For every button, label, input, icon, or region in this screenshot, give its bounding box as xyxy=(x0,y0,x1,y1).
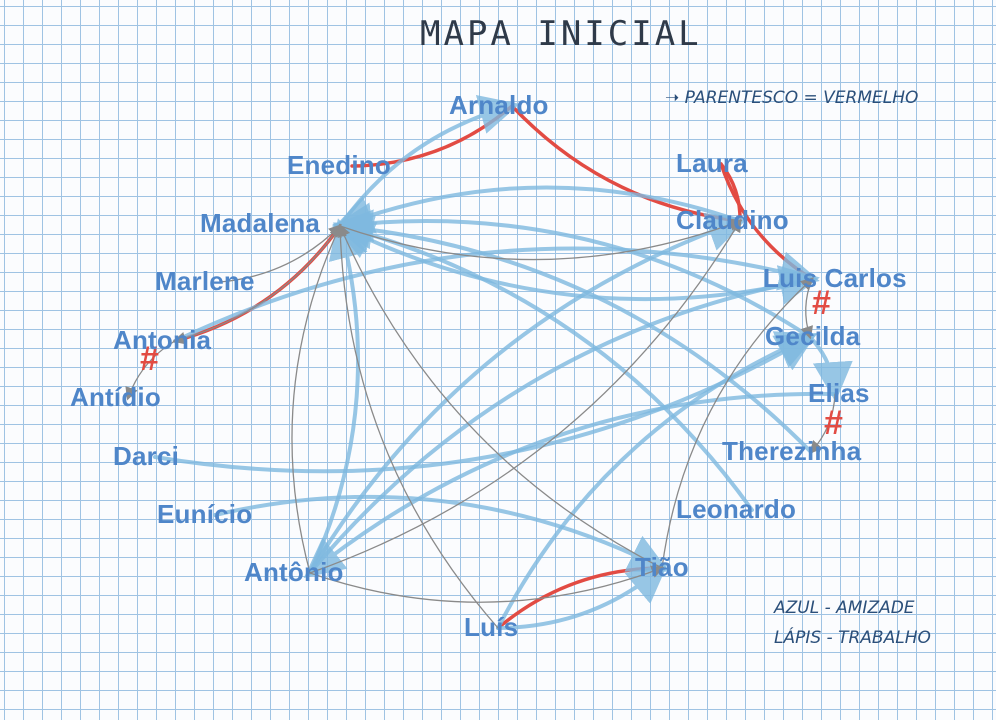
node-eunicio[interactable]: Eunício xyxy=(157,499,253,529)
kinship-legend-note: ➝ PARENTESCO = VERMELHO xyxy=(665,88,918,108)
edge-work-luis-madalena xyxy=(333,223,499,629)
edge-friendship-elias-antonio xyxy=(303,391,837,578)
edge-friendship-eunicio-tiao xyxy=(213,494,670,572)
edge-friendship-luiscarlos-madalena xyxy=(332,222,814,302)
node-arnaldo[interactable]: Arnaldo xyxy=(449,90,549,120)
node-antidio[interactable]: Antídio xyxy=(70,382,161,412)
edge-work-madalena-antonia xyxy=(172,225,341,345)
arrow-icon: ➝ xyxy=(665,88,685,108)
node-therezinha[interactable]: Therezinha xyxy=(722,436,862,466)
legend-blue: AZUL - AMIZADE xyxy=(774,598,915,618)
node-luis[interactable]: Luís xyxy=(464,612,519,642)
edge-friendship-leonardo-madalena xyxy=(332,214,754,512)
node-antonio[interactable]: Antônio xyxy=(244,557,344,587)
edge-work-marlene-madalena xyxy=(219,224,342,283)
node-enedino[interactable]: Enedino xyxy=(287,150,391,180)
edge-friendship-antonia-luiscarlos xyxy=(173,246,820,343)
edge-layer xyxy=(125,95,853,630)
node-madalena[interactable]: Madalena xyxy=(200,208,321,238)
edge-work-luiscarlos-gecilda xyxy=(800,278,814,340)
edge-friendship-antonio-luiscarlos xyxy=(308,265,820,575)
node-gecilda[interactable]: Gecilda xyxy=(765,321,861,351)
edge-friendship-antonio-madalena xyxy=(308,218,368,575)
kinship-mark-icon: # xyxy=(824,404,843,442)
kinship-mark-icon: # xyxy=(140,340,159,378)
node-elias[interactable]: Elias xyxy=(808,378,870,408)
edge-work-elias-therezinha xyxy=(809,393,836,454)
node-antonia[interactable]: Antonia xyxy=(113,325,212,355)
edge-work-antonio-claudino xyxy=(309,218,742,574)
edge-friendship-luis-gecilda xyxy=(496,331,818,630)
node-darci[interactable]: Darci xyxy=(113,441,180,471)
edge-work-tiao-luiscarlos xyxy=(661,277,814,569)
node-luiscarlos[interactable]: Luis Carlos xyxy=(763,263,907,293)
legend-pencil: LÁPIS - TRABALHO xyxy=(774,628,931,648)
edge-work-antonio-tiao xyxy=(309,565,665,603)
node-marlene[interactable]: Marlene xyxy=(155,266,255,296)
node-claudino[interactable]: Claudino xyxy=(676,205,789,235)
edge-work-antonio-madalena xyxy=(291,223,342,574)
edge-work-antonia-antidio xyxy=(125,340,176,401)
edge-friendship-luis-tiao xyxy=(496,562,669,630)
edge-friendship-therezinha-madalena xyxy=(332,209,813,454)
edge-friendship-darci-gecilda xyxy=(153,332,817,474)
edge-work-madalena-claudino xyxy=(339,218,743,261)
map-title: MAPA INICIAL xyxy=(420,14,702,54)
edge-friendship-claudino-madalena xyxy=(332,185,742,234)
kinship-legend-text: PARENTESCO = VERMELHO xyxy=(684,88,919,108)
kinship-mark-icon: # xyxy=(812,284,831,322)
edge-friendship-antonio-claudino xyxy=(308,212,748,575)
edge-friendship-gecilda-madalena xyxy=(332,202,812,339)
node-laura[interactable]: Laura xyxy=(676,148,748,178)
node-tiao[interactable]: Tião xyxy=(635,552,689,582)
edge-work-tiao-madalena xyxy=(338,223,663,569)
node-leonardo[interactable]: Leonardo xyxy=(676,494,797,524)
